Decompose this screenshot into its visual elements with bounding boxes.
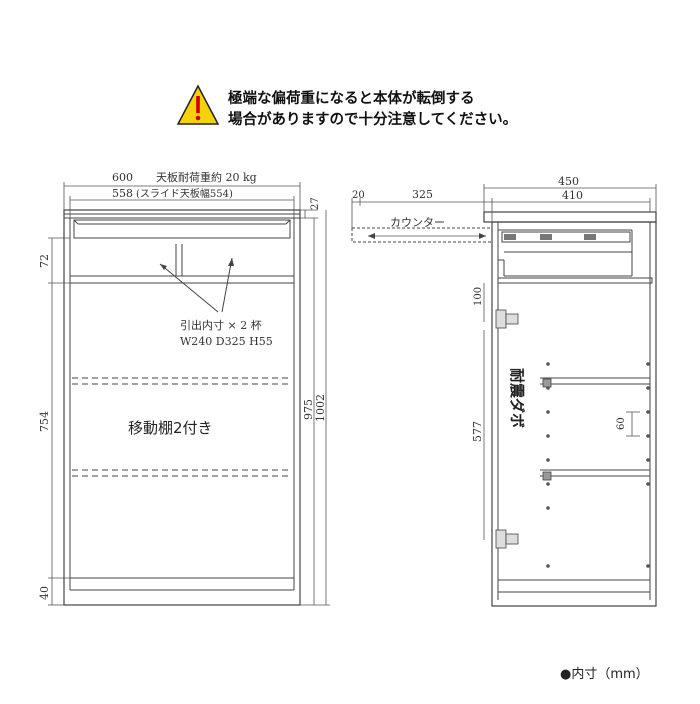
dim-577: 577: [471, 421, 484, 442]
front-dimension-lines: [48, 182, 330, 606]
top-load-label: 天板耐荷重約 20 kg: [156, 170, 257, 184]
dim-754: 754: [38, 411, 51, 432]
shelf-label: 移動棚2付き: [128, 419, 213, 437]
hinge-icon: [495, 309, 519, 549]
dim-72: 72: [38, 254, 51, 268]
front-body-outline: [63, 209, 301, 606]
dim-410: 410: [562, 189, 583, 202]
front-width-600: 600: [112, 171, 133, 184]
dim-40: 40: [38, 586, 51, 600]
leader-arrow: [160, 264, 167, 270]
slide-top-note: (スライド天板幅554): [136, 187, 233, 200]
front-view: [63, 209, 301, 606]
counter-arrow-left: [368, 233, 375, 239]
quake-dowel-icon: [542, 378, 552, 481]
quake-dowel-label: 耐震ダボ: [508, 368, 526, 428]
dim-325: 325: [412, 188, 433, 201]
side-body-outline: [491, 221, 657, 607]
unit-note: ●内寸（mm）: [560, 666, 649, 682]
shelf-peg-holes: [546, 362, 650, 568]
front-inner-width-558: 558: [112, 187, 133, 200]
warning-line-1: 極端な偏荷重になると本体が転倒する: [227, 89, 475, 107]
dim-27: 27: [310, 197, 321, 210]
dim-1002: 1002: [314, 394, 327, 422]
side-dimension-lines: [351, 184, 657, 540]
counter-label: カウンター: [390, 216, 445, 229]
dim-20: 20: [352, 190, 365, 201]
side-top-board: [483, 211, 657, 223]
slide-rail-details: [504, 234, 596, 240]
drawer-note-2: W240 D325 H55: [180, 335, 273, 348]
warning-line-2: 場合がありますので十分注意してください。: [228, 110, 517, 128]
dim-60: 60: [616, 417, 627, 430]
leader-arrow: [228, 258, 234, 266]
counter-arrow-right: [479, 233, 486, 239]
dim-450: 450: [558, 175, 579, 188]
dim-975: 975: [302, 399, 315, 420]
drawer-note-1: 引出内寸 × 2 杯: [180, 318, 262, 332]
warning-icon: [176, 84, 220, 125]
dim-100: 100: [473, 287, 484, 306]
